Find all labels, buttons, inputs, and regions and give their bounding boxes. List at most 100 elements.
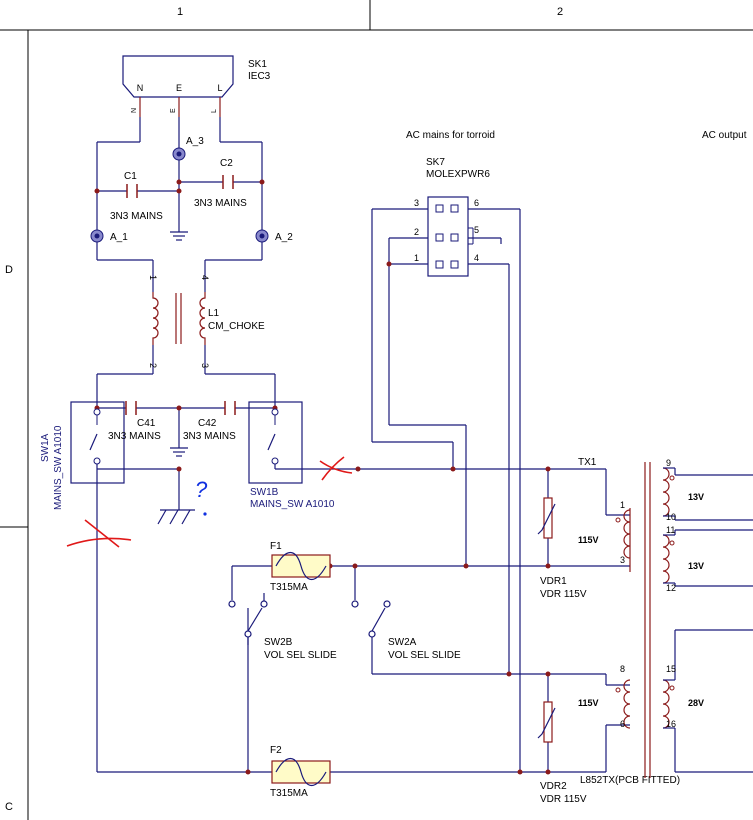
f1-designator: F1 xyxy=(270,541,282,552)
tx1-pin-12: 12 xyxy=(666,583,676,593)
l1-pin-3: 3 xyxy=(200,363,210,368)
varistor-vdr1[interactable] xyxy=(537,497,556,539)
sw1b-designator: SW1B xyxy=(250,487,279,498)
switch-sw1b[interactable] xyxy=(248,401,303,484)
tx1-pin-3: 3 xyxy=(620,555,625,565)
question-mark: ? xyxy=(195,477,208,502)
tx1-primary-voltage-2: 115V xyxy=(578,698,599,708)
vdr1-designator: VDR1 xyxy=(540,576,567,587)
tx1-pin-6: 6 xyxy=(620,719,625,729)
tx1-secondary-voltage-1: 13V xyxy=(688,492,704,502)
sw1a-designator: SW1A xyxy=(40,433,51,462)
tx1-leads xyxy=(663,467,676,772)
capacitor-c42[interactable] xyxy=(224,401,236,415)
chassis-ground-icon xyxy=(157,509,195,525)
vdr2-designator: VDR2 xyxy=(540,781,567,792)
testpoint-a2[interactable] xyxy=(255,229,269,243)
f2-value: T315MA xyxy=(270,788,308,799)
switch-sw1a[interactable] xyxy=(70,401,125,484)
sk1-tag-n: N xyxy=(131,108,138,113)
f2-designator: F2 xyxy=(270,745,282,756)
tx1-pin-9: 9 xyxy=(666,458,671,468)
junction-dots xyxy=(94,179,551,775)
sk7-pin-4: 4 xyxy=(474,253,479,263)
l1-pin-2: 2 xyxy=(148,363,158,368)
testpoint-a1-label: A_1 xyxy=(110,232,128,243)
vdr2-value: VDR 115V xyxy=(540,794,587,805)
sk1-pin-l: L xyxy=(217,83,222,93)
sw1b-value: MAINS_SW A1010 xyxy=(250,499,335,510)
tx1-value: L852TX(PCB FITTED) xyxy=(580,775,680,786)
capacitor-c1[interactable] xyxy=(126,184,138,198)
f1-value: T315MA xyxy=(270,582,308,593)
tx1-pin-11: 11 xyxy=(666,525,675,535)
tx1-dot-markers xyxy=(615,475,675,693)
red-cross-markup xyxy=(66,456,353,548)
c1-value: 3N3 MAINS xyxy=(110,211,163,222)
frame-column-2: 2 xyxy=(557,6,563,18)
sw2a-designator: SW2A xyxy=(388,637,417,648)
sk1-designator: SK1 xyxy=(248,59,267,70)
earth-ground-icon xyxy=(170,447,188,457)
earth-ground-icon xyxy=(170,231,188,241)
frame-row-c: C xyxy=(5,801,13,813)
sk1-tag-e: E xyxy=(170,108,177,113)
connector-sk7[interactable] xyxy=(427,196,474,277)
tx1-pin-15: 15 xyxy=(666,664,676,674)
l1-pin-1: 1 xyxy=(148,275,158,280)
sw2b-designator: SW2B xyxy=(264,637,293,648)
wires xyxy=(96,117,753,773)
varistor-vdr2[interactable] xyxy=(537,701,556,743)
l1-pin-4: 4 xyxy=(200,275,210,280)
sk7-pin-1: 1 xyxy=(414,253,419,263)
sk1-tag-l: L xyxy=(211,109,218,113)
tx1-primary-voltage-1: 115V xyxy=(578,535,599,545)
capacitor-c41[interactable] xyxy=(125,401,137,415)
testpoint-a1[interactable] xyxy=(90,229,104,243)
fuse-f2[interactable] xyxy=(271,757,331,787)
c42-value: 3N3 MAINS xyxy=(183,431,236,442)
switch-sw2b[interactable] xyxy=(228,593,268,645)
tx1-designator: TX1 xyxy=(578,457,597,468)
capacitor-c2[interactable] xyxy=(222,175,234,189)
sk7-pin-5: 5 xyxy=(474,225,479,235)
sw2a-value: VOL SEL SLIDE xyxy=(388,650,461,661)
c41-designator: C41 xyxy=(137,418,156,429)
vdr1-value: VDR 115V xyxy=(540,589,587,600)
sk1-pin-e: E xyxy=(176,83,182,93)
testpoint-a3[interactable] xyxy=(172,147,186,161)
c42-designator: C42 xyxy=(198,418,217,429)
transformer-tx1[interactable] xyxy=(623,462,670,778)
sk7-pin-2: 2 xyxy=(414,227,419,237)
sk7-value: MOLEXPWR6 xyxy=(426,169,490,180)
sk1-pin-n: N xyxy=(137,83,144,93)
blue-question-markup: ? xyxy=(195,477,208,516)
c1-designator: C1 xyxy=(124,171,137,182)
tx1-secondary-voltage-3: 28V xyxy=(688,698,704,708)
c2-designator: C2 xyxy=(220,158,233,169)
sk1-iec-socket[interactable]: N E L N E L xyxy=(122,55,234,117)
ac-mains-label: AC mains for torroid xyxy=(406,130,495,141)
testpoint-a3-label: A_3 xyxy=(186,136,204,147)
frame-column-1: 1 xyxy=(177,6,183,18)
ac-output-label: AC output xyxy=(702,130,747,141)
sw2b-value: VOL SEL SLIDE xyxy=(264,650,337,661)
sk7-pin-6: 6 xyxy=(474,198,479,208)
sk7-pin-3: 3 xyxy=(414,198,419,208)
tx1-pin-1: 1 xyxy=(620,500,625,510)
switch-sw2a[interactable] xyxy=(351,600,391,638)
tx1-pin-8: 8 xyxy=(620,664,625,674)
l1-value: CM_CHOKE xyxy=(208,321,265,332)
fuse-f1[interactable] xyxy=(271,551,331,581)
l1-designator: L1 xyxy=(208,308,220,319)
choke-l1[interactable] xyxy=(152,292,206,345)
c2-value: 3N3 MAINS xyxy=(194,198,247,209)
sk7-designator: SK7 xyxy=(426,157,445,168)
testpoint-a2-label: A_2 xyxy=(275,232,293,243)
tx1-pin-16: 16 xyxy=(666,719,676,729)
tx1-secondary-voltage-2: 13V xyxy=(688,561,704,571)
sk1-value: IEC3 xyxy=(248,71,271,82)
c41-value: 3N3 MAINS xyxy=(108,431,161,442)
